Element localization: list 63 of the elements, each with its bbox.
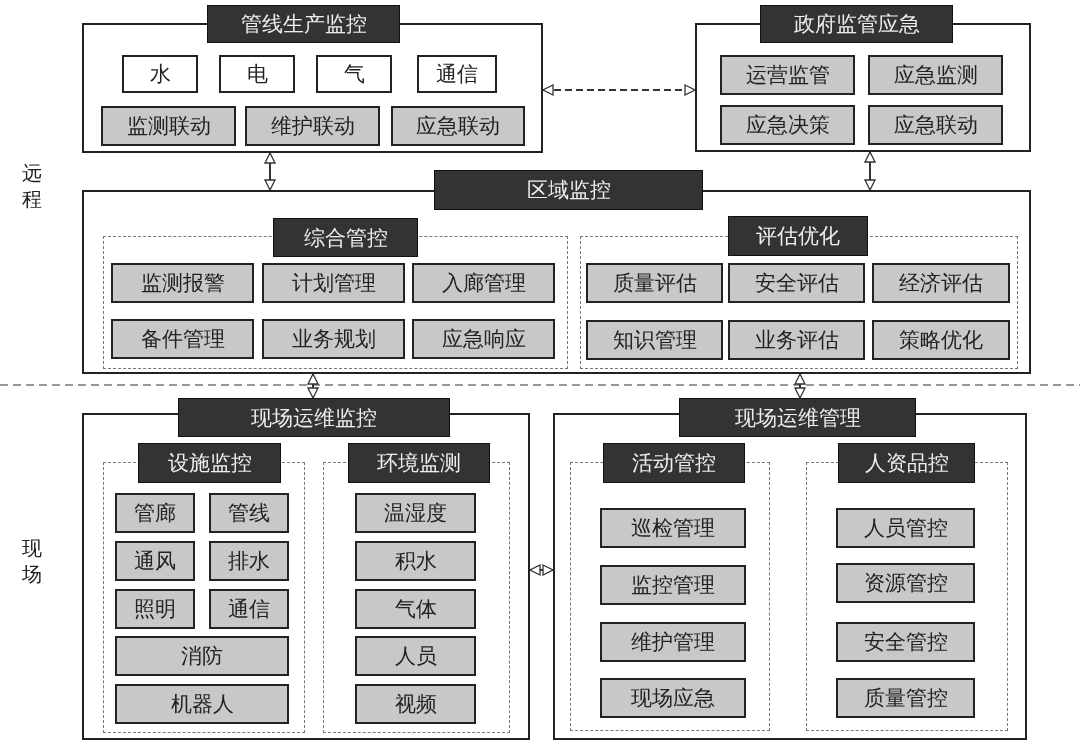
function-box: 知识管理 xyxy=(586,320,723,360)
function-box: 质量管控 xyxy=(836,678,975,718)
double-arrow xyxy=(264,152,276,191)
panel-heading: 区域监控 xyxy=(434,170,703,210)
function-box: 应急监测 xyxy=(868,55,1003,95)
function-box: 监测报警 xyxy=(111,263,254,303)
panel-heading: 现场运维管理 xyxy=(679,398,916,437)
function-box: 管廊 xyxy=(115,493,195,533)
function-box: 运营监管 xyxy=(720,55,855,95)
function-box: 管线 xyxy=(209,493,289,533)
function-box: 通信 xyxy=(417,55,497,93)
panel-heading: 综合管控 xyxy=(273,218,418,257)
function-box: 通风 xyxy=(115,541,195,581)
function-box: 应急响应 xyxy=(412,319,555,359)
panel-heading: 活动管控 xyxy=(603,443,745,483)
double-arrow xyxy=(529,564,554,576)
panel-heading: 政府监管应急 xyxy=(760,5,953,43)
function-box: 温湿度 xyxy=(355,493,476,533)
function-box: 电 xyxy=(219,55,295,93)
function-box: 视频 xyxy=(355,684,476,724)
function-box: 监测联动 xyxy=(101,106,236,146)
function-box: 质量评估 xyxy=(586,263,723,303)
function-box: 人员 xyxy=(355,636,476,676)
function-box: 备件管理 xyxy=(111,319,254,359)
function-box: 经济评估 xyxy=(872,263,1010,303)
function-box: 应急联动 xyxy=(868,105,1003,145)
function-box: 现场应急 xyxy=(600,678,746,718)
double-arrow xyxy=(542,84,696,96)
function-box: 安全评估 xyxy=(728,263,865,303)
double-arrow xyxy=(307,373,319,399)
double-arrow xyxy=(864,151,876,191)
function-box: 排水 xyxy=(209,541,289,581)
panel-heading: 管线生产监控 xyxy=(207,5,400,43)
double-arrow xyxy=(794,373,806,399)
function-box: 监控管理 xyxy=(600,565,746,605)
function-box: 业务评估 xyxy=(728,320,865,360)
function-box: 水 xyxy=(122,55,198,93)
function-box: 计划管理 xyxy=(262,263,405,303)
function-box: 维护管理 xyxy=(600,622,746,662)
function-box: 通信 xyxy=(209,589,289,629)
function-box: 消防 xyxy=(115,636,289,676)
function-box: 机器人 xyxy=(115,684,289,724)
side-label: 远程 xyxy=(22,161,42,212)
panel-heading: 环境监测 xyxy=(348,443,490,483)
panel-heading: 人资品控 xyxy=(838,443,975,483)
function-box: 气 xyxy=(316,55,392,93)
function-box: 安全管控 xyxy=(836,622,975,662)
function-box: 资源管控 xyxy=(836,563,975,603)
function-box: 业务规划 xyxy=(262,319,405,359)
panel-heading: 评估优化 xyxy=(728,216,868,256)
function-box: 巡检管理 xyxy=(600,508,746,548)
function-box: 策略优化 xyxy=(872,320,1010,360)
function-box: 气体 xyxy=(355,589,476,629)
side-label: 现场 xyxy=(22,536,42,587)
function-box: 应急联动 xyxy=(391,106,525,146)
function-box: 应急决策 xyxy=(720,105,855,145)
function-box: 入廊管理 xyxy=(412,263,555,303)
panel-heading: 设施监控 xyxy=(138,443,281,483)
function-box: 照明 xyxy=(115,589,195,629)
function-box: 人员管控 xyxy=(836,508,975,548)
function-box: 维护联动 xyxy=(245,106,380,146)
function-box: 积水 xyxy=(355,541,476,581)
panel-heading: 现场运维监控 xyxy=(178,398,450,437)
